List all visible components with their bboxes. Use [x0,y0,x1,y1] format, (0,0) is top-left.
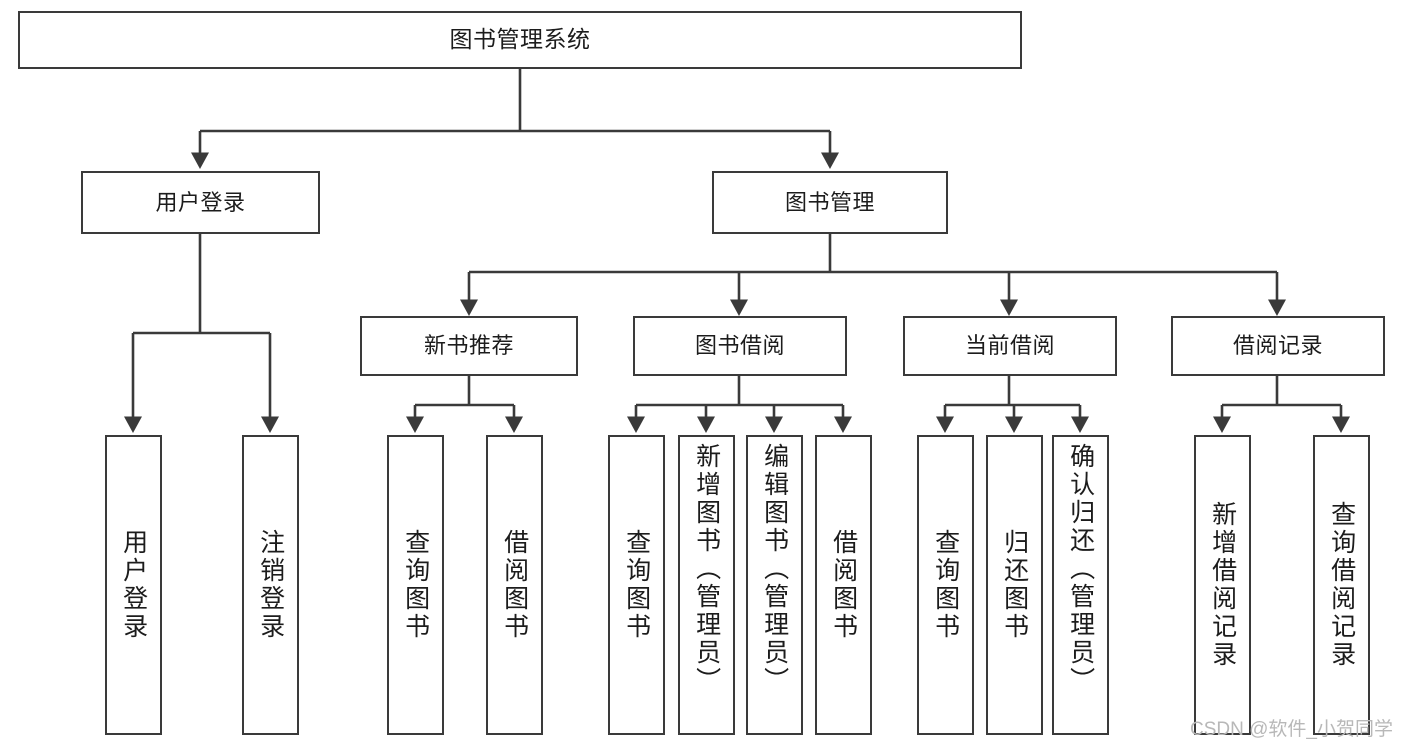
node-label: 借阅图书 [829,529,858,641]
node-label: 查询图书 [622,529,651,641]
leaf-user-login-logout[interactable]: 注销登录 [242,435,299,735]
node-label: 图书管理 [784,189,875,215]
node-borrow-record[interactable]: 借阅记录 [1171,316,1385,376]
leaf-book-borrow-edit-book-admin[interactable]: 编辑图书（管理员） [746,435,803,735]
node-book-borrow[interactable]: 图书借阅 [633,316,847,376]
node-label: 新增图书（管理员） [692,443,721,695]
node-label: 用户登录 [119,529,148,641]
node-user-login[interactable]: 用户登录 [81,171,320,234]
node-label: 新增借阅记录 [1208,501,1237,669]
node-label: 查询图书 [931,529,960,641]
node-label: 编辑图书（管理员） [760,443,789,695]
node-new-book-recommend[interactable]: 新书推荐 [360,316,578,376]
node-label: 借阅记录 [1232,333,1323,359]
leaf-borrow-record-query-record[interactable]: 查询借阅记录 [1313,435,1370,735]
node-label: 图书借阅 [694,333,785,359]
node-current-borrow[interactable]: 当前借阅 [903,316,1117,376]
leaf-new-book-query-book[interactable]: 查询图书 [387,435,444,735]
node-label: 查询图书 [401,529,430,641]
leaf-book-borrow-borrow-book[interactable]: 借阅图书 [815,435,872,735]
leaf-current-borrow-confirm-return-admin[interactable]: 确认归还（管理员） [1052,435,1109,735]
leaf-book-borrow-query-book[interactable]: 查询图书 [608,435,665,735]
leaf-user-login-user-login[interactable]: 用户登录 [105,435,162,735]
node-book-management[interactable]: 图书管理 [712,171,948,234]
node-label: 借阅图书 [500,529,529,641]
node-label: 查询借阅记录 [1327,501,1356,669]
leaf-book-borrow-add-book-admin[interactable]: 新增图书（管理员） [678,435,735,735]
node-label: 确认归还（管理员） [1066,443,1095,695]
csdn-watermark: CSDN @软件_小贺同学 [1190,719,1393,740]
node-label: 新书推荐 [423,333,514,359]
leaf-current-borrow-query-book[interactable]: 查询图书 [917,435,974,735]
leaf-current-borrow-return-book[interactable]: 归还图书 [986,435,1043,735]
node-label: 图书管理系统 [449,26,591,53]
node-label: 归还图书 [1000,529,1029,641]
node-label: 用户登录 [155,189,246,215]
node-root-book-management-system[interactable]: 图书管理系统 [18,11,1022,69]
leaf-borrow-record-add-record[interactable]: 新增借阅记录 [1194,435,1251,735]
leaf-new-book-borrow-book[interactable]: 借阅图书 [486,435,543,735]
node-label: 注销登录 [256,529,285,641]
node-label: 当前借阅 [964,333,1055,359]
